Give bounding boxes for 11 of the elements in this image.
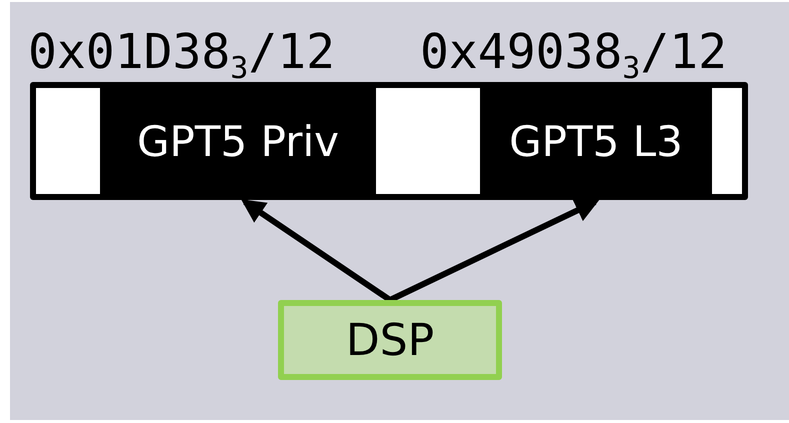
- source-box: [278, 300, 502, 380]
- address-label: 0x49038$_{3}$/12: [420, 24, 728, 80]
- node-label: DSP: [346, 314, 434, 366]
- empty-block: [376, 88, 480, 194]
- node-label: GPT5 Priv: [137, 116, 339, 166]
- address-label: 0x01D38$_{3}$/12: [28, 24, 336, 80]
- arrow: [241, 199, 392, 302]
- empty-block: [36, 88, 100, 194]
- node-label: GPT5 L3: [509, 116, 683, 166]
- arrow: [388, 199, 600, 303]
- empty-block: [712, 88, 742, 194]
